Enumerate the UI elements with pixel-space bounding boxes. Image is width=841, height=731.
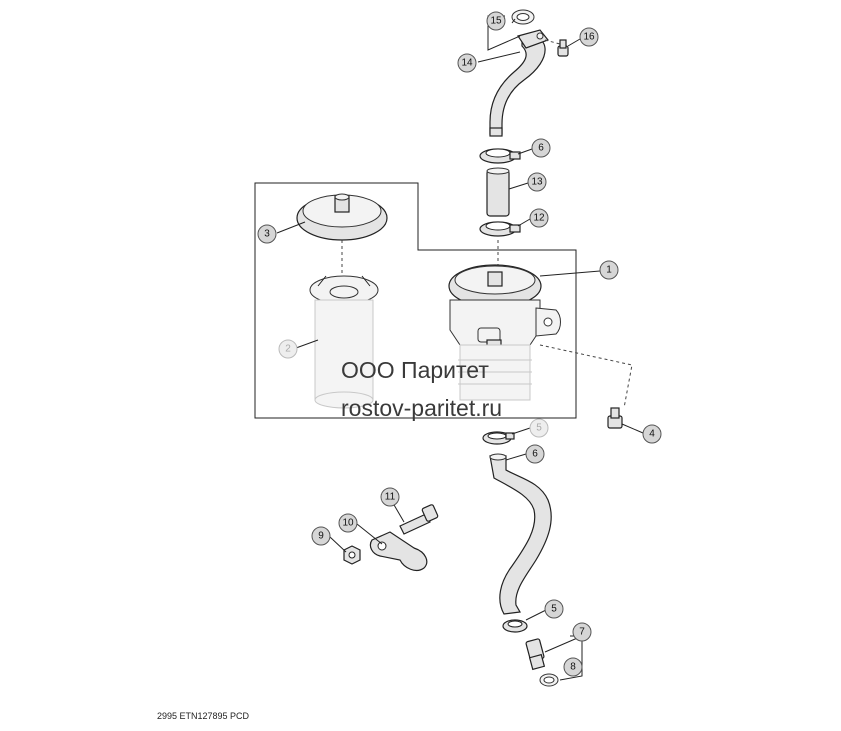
lower-hose xyxy=(489,453,552,615)
callout-7: 7 xyxy=(572,622,592,642)
callout-6-lower: 6 xyxy=(525,444,545,464)
svg-text:9: 9 xyxy=(318,531,324,542)
callout-3: 3 xyxy=(257,224,277,244)
watermark-website: rostov-paritet.ru xyxy=(341,395,502,421)
mounting-bolt xyxy=(607,407,623,429)
hose-clamp-12 xyxy=(479,221,521,237)
svg-text:5: 5 xyxy=(536,423,542,434)
svg-text:4: 4 xyxy=(649,429,655,440)
svg-text:6: 6 xyxy=(538,143,544,154)
callout-11: 11 xyxy=(380,487,400,507)
callout-12: 12 xyxy=(529,208,549,228)
callout-16: 16 xyxy=(579,27,599,47)
elbow-fitting xyxy=(525,638,546,671)
filter-cover xyxy=(296,193,388,241)
svg-text:6: 6 xyxy=(532,449,538,460)
drawing-code: 2995 ETN127895 PCD xyxy=(157,711,250,721)
svg-text:8: 8 xyxy=(570,662,576,673)
svg-text:14: 14 xyxy=(461,58,473,69)
callout-4: 4 xyxy=(642,424,662,444)
svg-text:7: 7 xyxy=(579,627,585,638)
callout-10: 10 xyxy=(338,513,358,533)
callout-5-lower: 5 xyxy=(544,599,564,619)
filter-housing xyxy=(448,264,633,409)
watermark-company: ООО Паритет xyxy=(341,357,489,383)
svg-text:15: 15 xyxy=(490,16,502,27)
hose-clamp-lower-upper xyxy=(482,431,515,445)
svg-text:11: 11 xyxy=(385,492,396,503)
o-ring-bottom xyxy=(539,673,559,687)
callout-6-upper: 6 xyxy=(531,138,551,158)
callout-14: 14 xyxy=(457,53,477,73)
svg-text:2: 2 xyxy=(285,344,291,355)
svg-text:13: 13 xyxy=(531,177,543,188)
callout-9: 9 xyxy=(311,526,331,546)
svg-text:16: 16 xyxy=(583,32,595,43)
callout-8: 8 xyxy=(563,657,583,677)
filter-element xyxy=(309,275,379,409)
callout-2: 2 xyxy=(278,339,298,359)
hose-clamp-bottom xyxy=(502,619,528,633)
bolt-top xyxy=(557,39,569,57)
top-hose xyxy=(489,29,549,137)
svg-text:10: 10 xyxy=(342,518,354,529)
svg-text:12: 12 xyxy=(533,213,545,224)
svg-text:3: 3 xyxy=(264,229,270,240)
o-ring-top xyxy=(511,9,535,25)
callout-13: 13 xyxy=(527,172,547,192)
callout-15: 15 xyxy=(486,11,506,31)
hose-clamp-upper xyxy=(479,148,521,164)
stud-bolt xyxy=(399,504,439,535)
connector-tube xyxy=(486,167,510,217)
svg-text:1: 1 xyxy=(606,265,612,276)
svg-text:5: 5 xyxy=(551,604,557,615)
bracket xyxy=(369,531,428,572)
callout-1: 1 xyxy=(599,260,619,280)
callout-5-upper: 5 xyxy=(529,418,549,438)
assembly-outline xyxy=(254,182,577,419)
hex-nut xyxy=(343,545,361,565)
